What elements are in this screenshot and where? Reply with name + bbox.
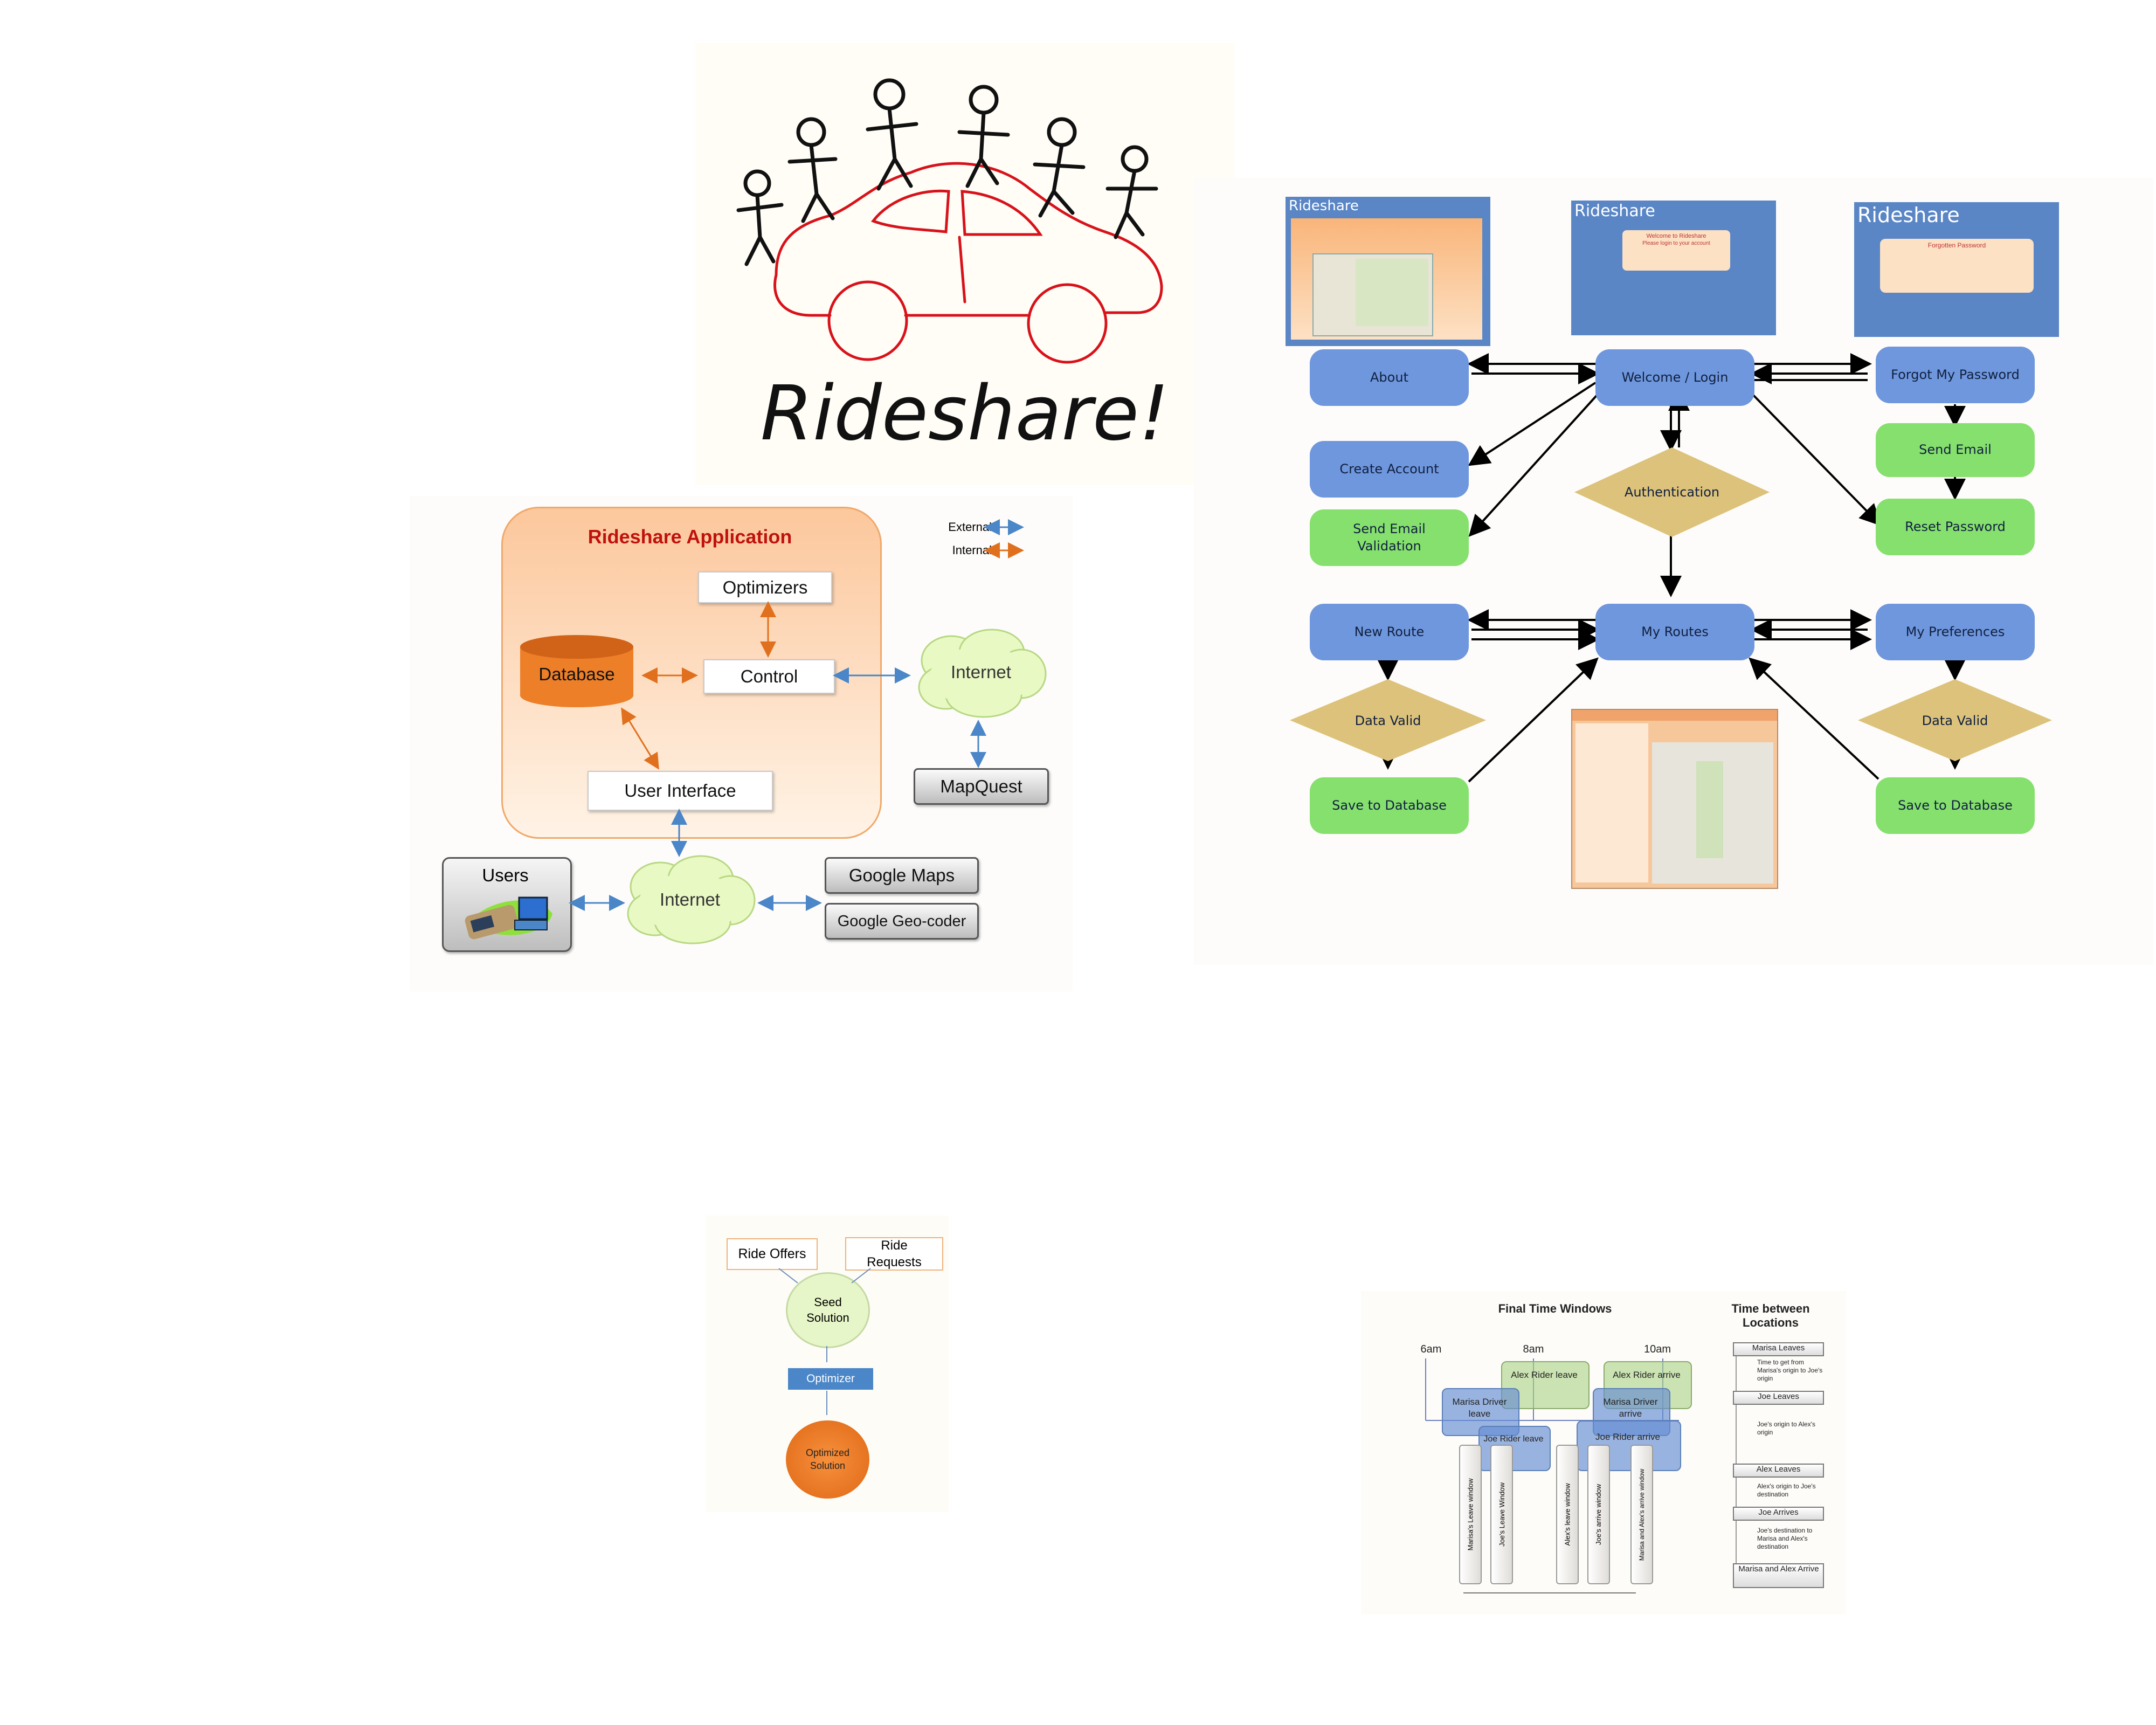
authentication-label: Authentication [1624,484,1720,500]
reset-password-node: Reset Password [1876,499,2035,555]
timewindows-title: Final Time Windows [1498,1302,1612,1315]
logo-drawing: Rideshare! [736,78,1169,458]
ride-offers-box: Ride Offers [727,1238,818,1270]
timewindows-panel: Final Time Windows Time between Location… [1361,1291,1846,1614]
side-item-3 [1733,1464,1824,1478]
forgot-password-node: Forgot My Password [1876,347,2035,403]
side-item-5 [1733,1563,1824,1588]
users-device-icon [465,896,552,940]
optimizer-arrows [778,1268,871,1415]
optimizer-panel: Ride Offers Ride Requests Seed Solution … [706,1216,949,1512]
google-maps-box: Google Maps [825,857,979,894]
forgot-password-screenshot: Rideshare Forgotten Password [1854,202,2059,337]
tick-8am: 8am [1523,1343,1544,1355]
architecture-arrows [569,519,1024,911]
my-routes-node: My Routes [1595,604,1754,660]
database-label: Database [538,664,615,684]
about-node: About [1310,349,1469,406]
data-valid-right-diamond [1858,679,2052,761]
user-interface-box: User Interface [588,771,773,811]
architecture-panel: Rideshare Application External Internal … [410,496,1073,992]
data-valid-right-label: Data Valid [1922,713,1988,728]
data-valid-left-diamond [1290,679,1486,761]
window-bar-3: Alex's leave window [1556,1445,1579,1584]
tick-6am: 6am [1420,1343,1442,1355]
optimizer-box: Optimizer [788,1368,873,1390]
window-bar-4: Joe's arrive window [1587,1445,1610,1584]
seed-solution-circle: Seed Solution [786,1272,870,1348]
side-item-4 [1733,1507,1824,1521]
send-email-validation-node: Send Email Validation [1310,509,1469,566]
users-label: Users [482,865,529,885]
window-bar-5: Marisa and Alex's arrive window [1630,1445,1653,1584]
side-item-1 [1733,1342,1824,1356]
tick-10am: 10am [1643,1343,1671,1355]
my-routes-screenshot [1571,709,1778,889]
authentication-diamond [1574,447,1770,537]
app-title: Rideshare Application [588,526,792,548]
my-preferences-node: My Preferences [1876,604,2035,660]
save-to-database-right-node: Save to Database [1876,777,2035,834]
optimized-solution-circle: Optimized Solution [786,1420,869,1499]
welcome-screenshot: Rideshare Welcome to Rideshare Please lo… [1571,201,1776,335]
save-to-database-left-node: Save to Database [1310,777,1469,834]
database-cylinder [520,635,633,707]
ride-requests-box: Ride Requests [845,1237,943,1271]
google-geocoder-box: Google Geo-coder [825,903,979,940]
send-email-node: Send Email [1876,423,2035,477]
control-box: Control [703,659,835,694]
welcome-login-node: Welcome / Login [1595,349,1754,406]
optimizers-box: Optimizers [698,571,832,603]
side-item-2 [1733,1391,1824,1405]
internet-bottom-label: Internet [660,889,720,909]
logo-text: Rideshare! [761,370,1169,458]
mapquest-box: MapQuest [914,768,1049,805]
joe-leave-box [1478,1426,1551,1471]
logo-panel: Rideshare! [695,43,1234,485]
timewindows-side-title: Time between Locations [1731,1302,1810,1330]
window-bar-1: Marisa's Leave window [1459,1445,1482,1584]
new-route-node: New Route [1310,604,1469,660]
about-screenshot: Rideshare [1286,197,1490,346]
window-bar-2: Joe's Leave Window [1490,1445,1513,1584]
internet-cloud-top [918,629,1047,718]
create-account-node: Create Account [1310,441,1469,498]
internet-top-label: Internet [951,662,1011,682]
data-valid-left-label: Data Valid [1355,713,1421,728]
flowchart-panel: Rideshare Rideshare Welcome to Rideshare… [1194,178,2153,965]
internet-cloud-bottom [627,855,756,944]
